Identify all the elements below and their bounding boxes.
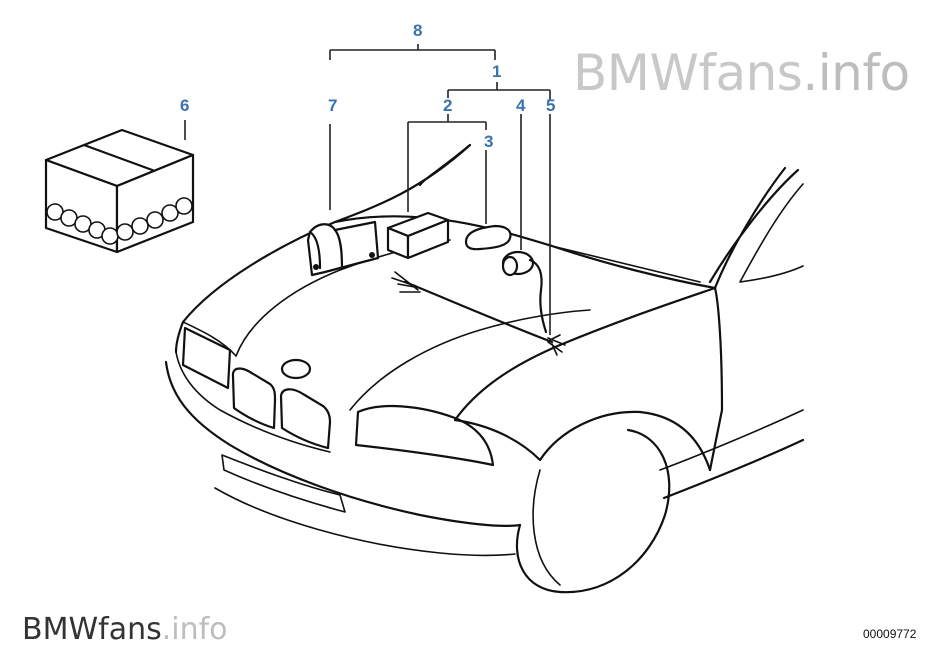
part-3-lens xyxy=(464,224,512,251)
diagram-part-code: 00009772 xyxy=(863,627,917,641)
watermark-bottom-suffix: .info xyxy=(161,612,228,647)
callout-1: 1 xyxy=(492,62,501,81)
hood-crease-right xyxy=(349,309,591,411)
front-bumper xyxy=(164,360,522,527)
watermark-top-suffix: .info xyxy=(802,44,910,102)
callout-4: 4 xyxy=(516,96,526,115)
kidney-grille-left xyxy=(231,367,277,430)
callout-8: 8 xyxy=(413,21,422,40)
part-4-sensor xyxy=(501,250,548,334)
windshield-base xyxy=(551,245,701,283)
callout-5: 5 xyxy=(546,96,555,115)
watermark-bottom-brand: BMWfans xyxy=(22,612,162,647)
callout-7: 7 xyxy=(328,96,337,115)
bmw-roundel xyxy=(280,358,312,380)
car-body xyxy=(164,143,805,594)
front-wheel-inner xyxy=(532,469,561,586)
hood-right-edge xyxy=(453,286,717,422)
body-side-top xyxy=(708,286,724,472)
part-7-bracket xyxy=(306,220,380,277)
front-wheel-outer xyxy=(515,428,671,594)
headlight-left xyxy=(181,326,232,390)
watermark-bottom: BMWfans.info xyxy=(22,612,228,647)
bumper-lower-line xyxy=(175,351,331,453)
bumper-slot xyxy=(221,454,346,513)
kidney-grille-right xyxy=(279,388,332,450)
callout-2: 2 xyxy=(443,96,452,115)
body-side-line xyxy=(659,409,804,471)
hood-front-edge xyxy=(182,321,237,357)
callout-6: 6 xyxy=(180,96,189,115)
body-side-sill xyxy=(662,438,805,500)
watermark-top: BMWfans.info xyxy=(573,44,910,102)
hood-left-edge xyxy=(174,320,185,354)
side-window xyxy=(739,183,804,283)
part-2-control-unit xyxy=(386,211,450,260)
callout-3: 3 xyxy=(484,132,493,151)
bumper-bottom xyxy=(214,487,516,557)
part-5-wiring-harness xyxy=(391,271,566,356)
watermark-top-brand: BMWfans xyxy=(573,44,803,102)
headlight-right xyxy=(354,405,495,467)
callout-leaders xyxy=(184,44,551,335)
front-fender xyxy=(453,410,712,472)
part-6-box xyxy=(44,128,195,254)
a-pillar xyxy=(708,166,800,290)
